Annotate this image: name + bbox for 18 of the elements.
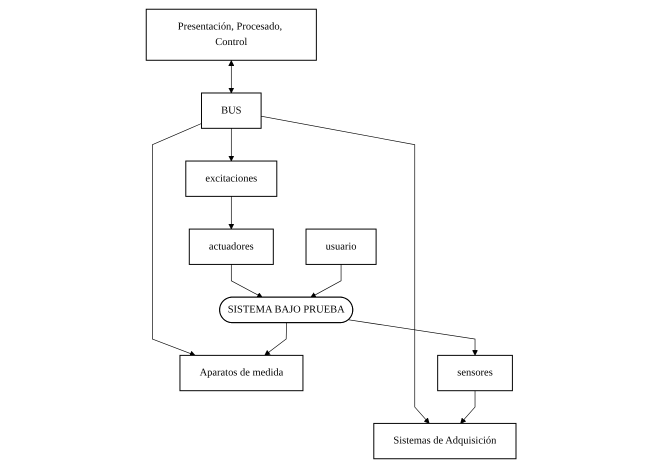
arrow bbox=[460, 390, 476, 424]
node-box: actuadores bbox=[189, 228, 274, 265]
node-box: Aparatos de medida bbox=[180, 354, 304, 392]
node-box: Sistemas de Adquisición bbox=[374, 422, 517, 460]
node-box: excitaciones bbox=[186, 160, 278, 197]
arrow bbox=[231, 264, 264, 298]
arrow bbox=[228, 128, 235, 162]
node-box: sensores bbox=[438, 354, 514, 392]
node-box: BUS bbox=[201, 92, 262, 129]
arrow bbox=[228, 60, 235, 94]
arrow bbox=[261, 116, 430, 424]
node-box: Presentación, Procesado, Control bbox=[146, 8, 318, 61]
arrow bbox=[310, 264, 342, 298]
arrow bbox=[264, 322, 288, 356]
arrow bbox=[348, 319, 478, 356]
arrow bbox=[152, 123, 202, 356]
arrow bbox=[228, 196, 235, 230]
node-box: usuario bbox=[306, 228, 377, 265]
